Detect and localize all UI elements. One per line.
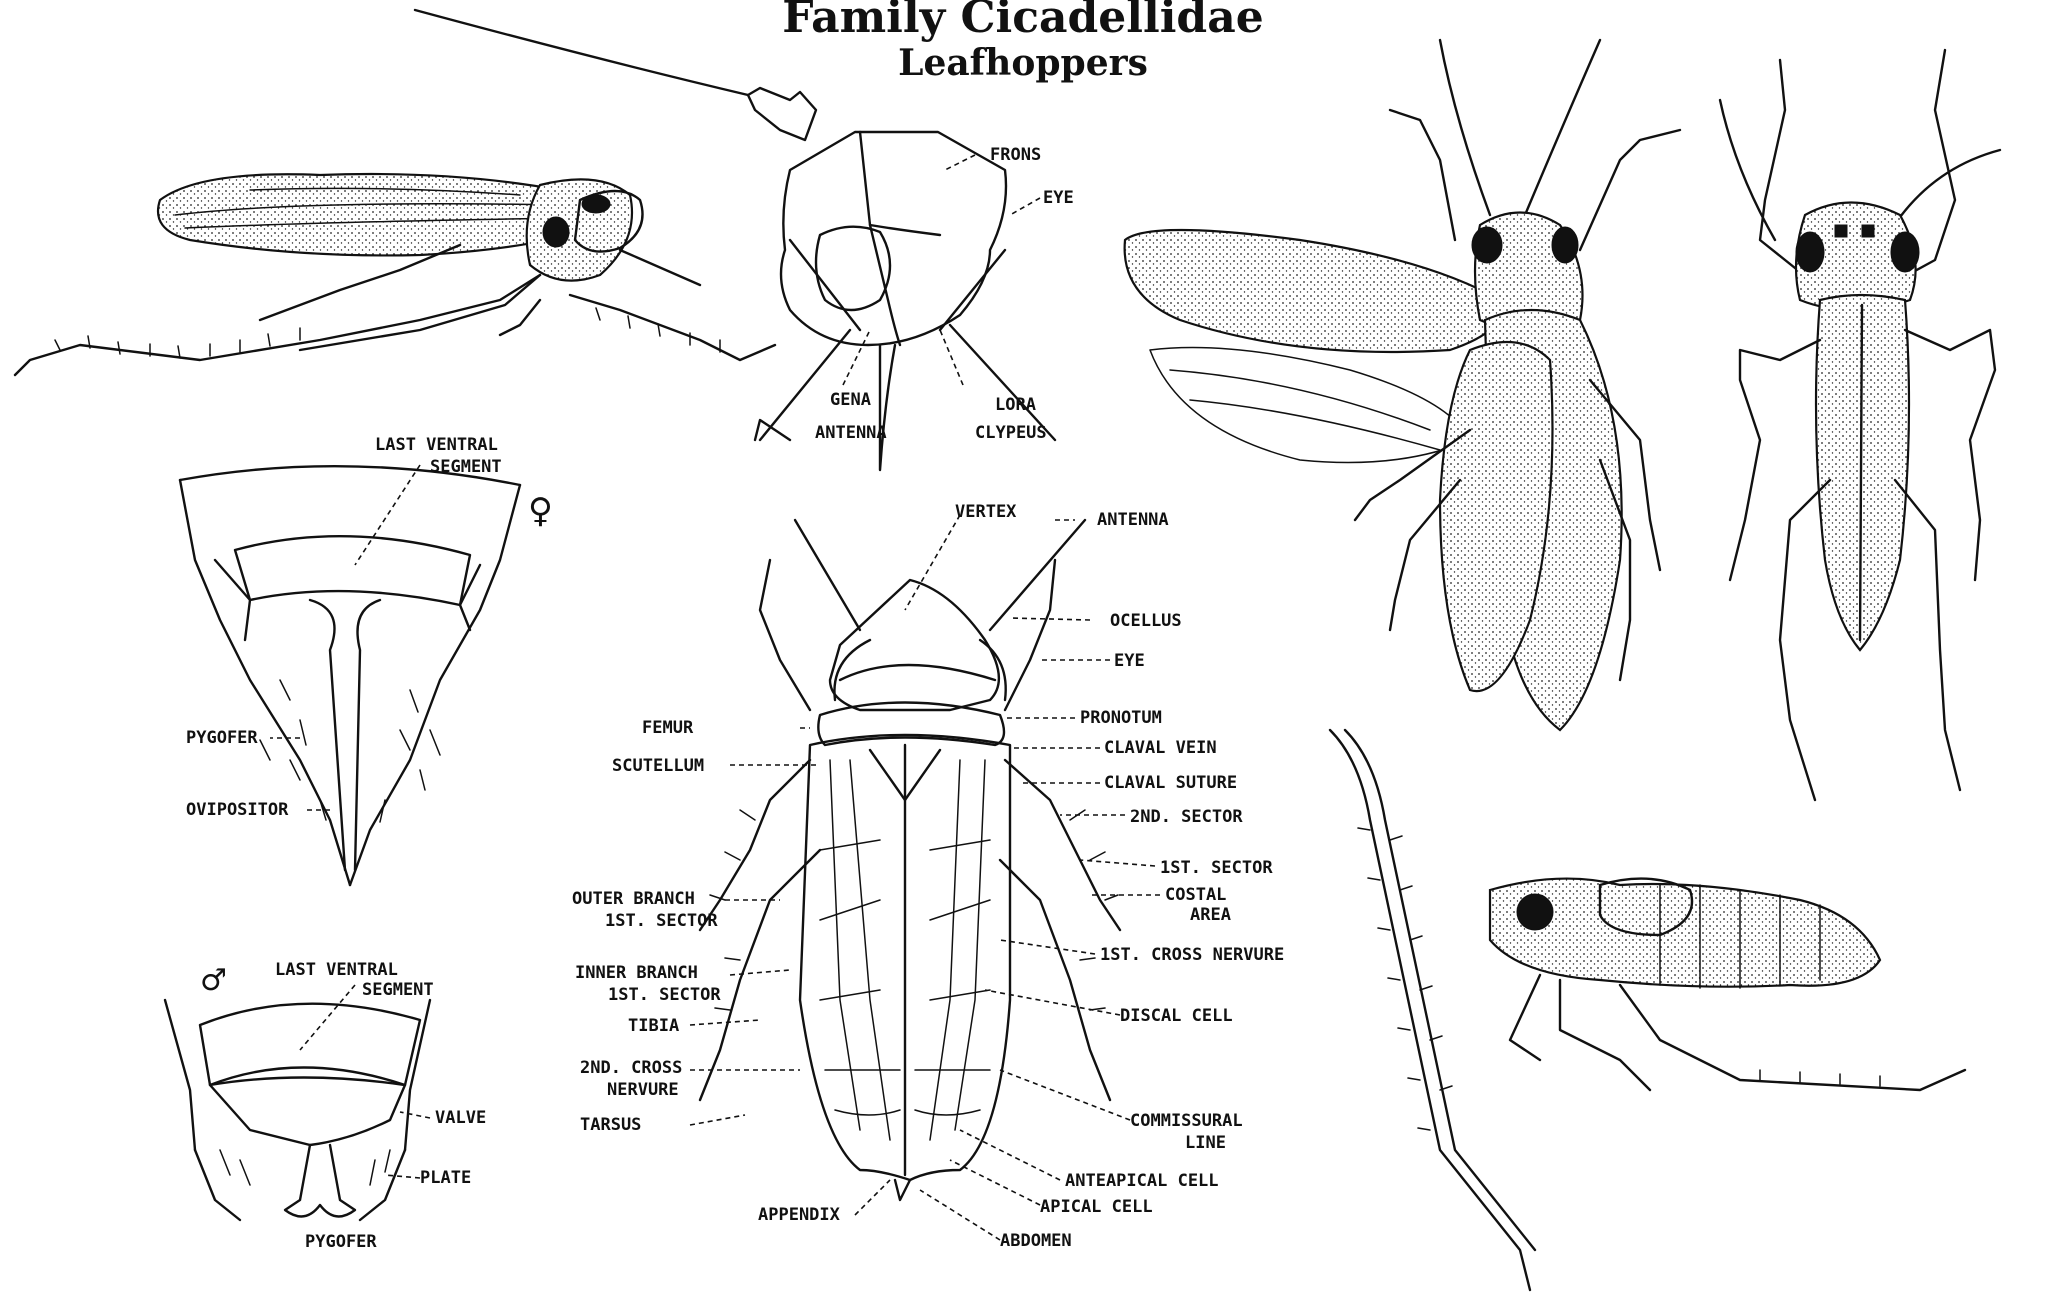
plate-label: PLATE <box>420 1168 471 1188</box>
second-cross-label: 2ND. CROSS <box>580 1058 682 1078</box>
clypeus-label: CLYPEUS <box>975 423 1047 443</box>
claval-vein-label: CLAVAL VEIN <box>1104 738 1217 758</box>
head-antenna-label: ANTENNA <box>815 423 887 443</box>
inner-branch-label: INNER BRANCH <box>575 963 698 983</box>
area-label: AREA <box>1190 905 1231 925</box>
tarsus-label: TARSUS <box>580 1115 641 1135</box>
anteapical-cell-label: ANTEAPICAL CELL <box>1065 1171 1219 1191</box>
female-segment-label: SEGMENT <box>430 457 502 477</box>
discal-cell-label: DISCAL CELL <box>1120 1006 1233 1026</box>
female-last-ventral-label: LAST VENTRAL <box>375 435 498 455</box>
second-sector-label: 2ND. SECTOR <box>1130 807 1243 827</box>
abdomen-label: ABDOMEN <box>1000 1231 1072 1251</box>
dorsal-leafhopper-drawing <box>1720 50 2000 800</box>
male-pygofer-label: PYGOFER <box>305 1232 377 1252</box>
dorsal-spread-wing-leafhopper-drawing <box>1125 40 1680 730</box>
second-cross-nervure-label: NERVURE <box>607 1080 679 1100</box>
tibia-label: TIBIA <box>628 1016 679 1036</box>
apical-cell-label: APICAL CELL <box>1040 1197 1153 1217</box>
dorsal-diagram-drawing: VERTEX ANTENNA OCELLUS EYE FEMUR PRONOTU… <box>572 502 1284 1251</box>
ocellus-label: OCELLUS <box>1110 611 1182 631</box>
frons-label: FRONS <box>990 145 1041 165</box>
head-frontal-drawing: FRONS EYE GENA LORA ANTENNA CLYPEUS <box>755 132 1074 470</box>
gena-label: GENA <box>830 390 871 410</box>
male-terminalia-drawing: LAST VENTRAL SEGMENT ♂ VALVE PLATE PYGOF… <box>165 960 486 1252</box>
dorsal-eye-label: EYE <box>1114 651 1145 671</box>
femur-label: FEMUR <box>642 718 694 738</box>
first-sector-label: 1ST. SECTOR <box>1160 858 1273 878</box>
claval-suture-label: CLAVAL SUTURE <box>1104 773 1237 793</box>
lora-label: LORA <box>995 395 1036 415</box>
female-pygofer-label: PYGOFER <box>186 728 258 748</box>
female-terminalia-drawing: LAST VENTRAL SEGMENT ♀ PYGOFER OVIPOSITO… <box>180 435 553 885</box>
outer-branch-label: OUTER BRANCH <box>572 889 695 909</box>
pronotum-label: PRONOTUM <box>1080 708 1162 728</box>
costal-label: COSTAL <box>1165 885 1226 905</box>
outer-branch-sector-label: 1ST. SECTOR <box>605 911 718 931</box>
first-cross-nervure-label: 1ST. CROSS NERVURE <box>1100 945 1284 965</box>
scutellum-label: SCUTELLUM <box>612 756 704 776</box>
eye-label: EYE <box>1043 188 1074 208</box>
inner-branch-sector-label: 1ST. SECTOR <box>608 985 721 1005</box>
dorsal-antenna-label: ANTENNA <box>1097 510 1169 530</box>
valve-label: VALVE <box>435 1108 486 1128</box>
ovipositor-label: OVIPOSITOR <box>186 800 289 820</box>
male-last-ventral-label: LAST VENTRAL <box>275 960 398 980</box>
hind-leg-drawing <box>1330 730 1535 1290</box>
lateral-nymph-drawing <box>1490 879 1965 1090</box>
commissural-line-label: LINE <box>1185 1133 1226 1153</box>
lateral-leafhopper-drawing <box>15 10 816 375</box>
male-segment-label: SEGMENT <box>362 980 434 1000</box>
vertex-label: VERTEX <box>955 502 1017 522</box>
appendix-label: APPENDIX <box>758 1205 841 1225</box>
female-symbol: ♀ <box>528 491 553 531</box>
male-symbol: ♂ <box>200 963 227 998</box>
commissural-label: COMMISSURAL <box>1130 1111 1243 1131</box>
